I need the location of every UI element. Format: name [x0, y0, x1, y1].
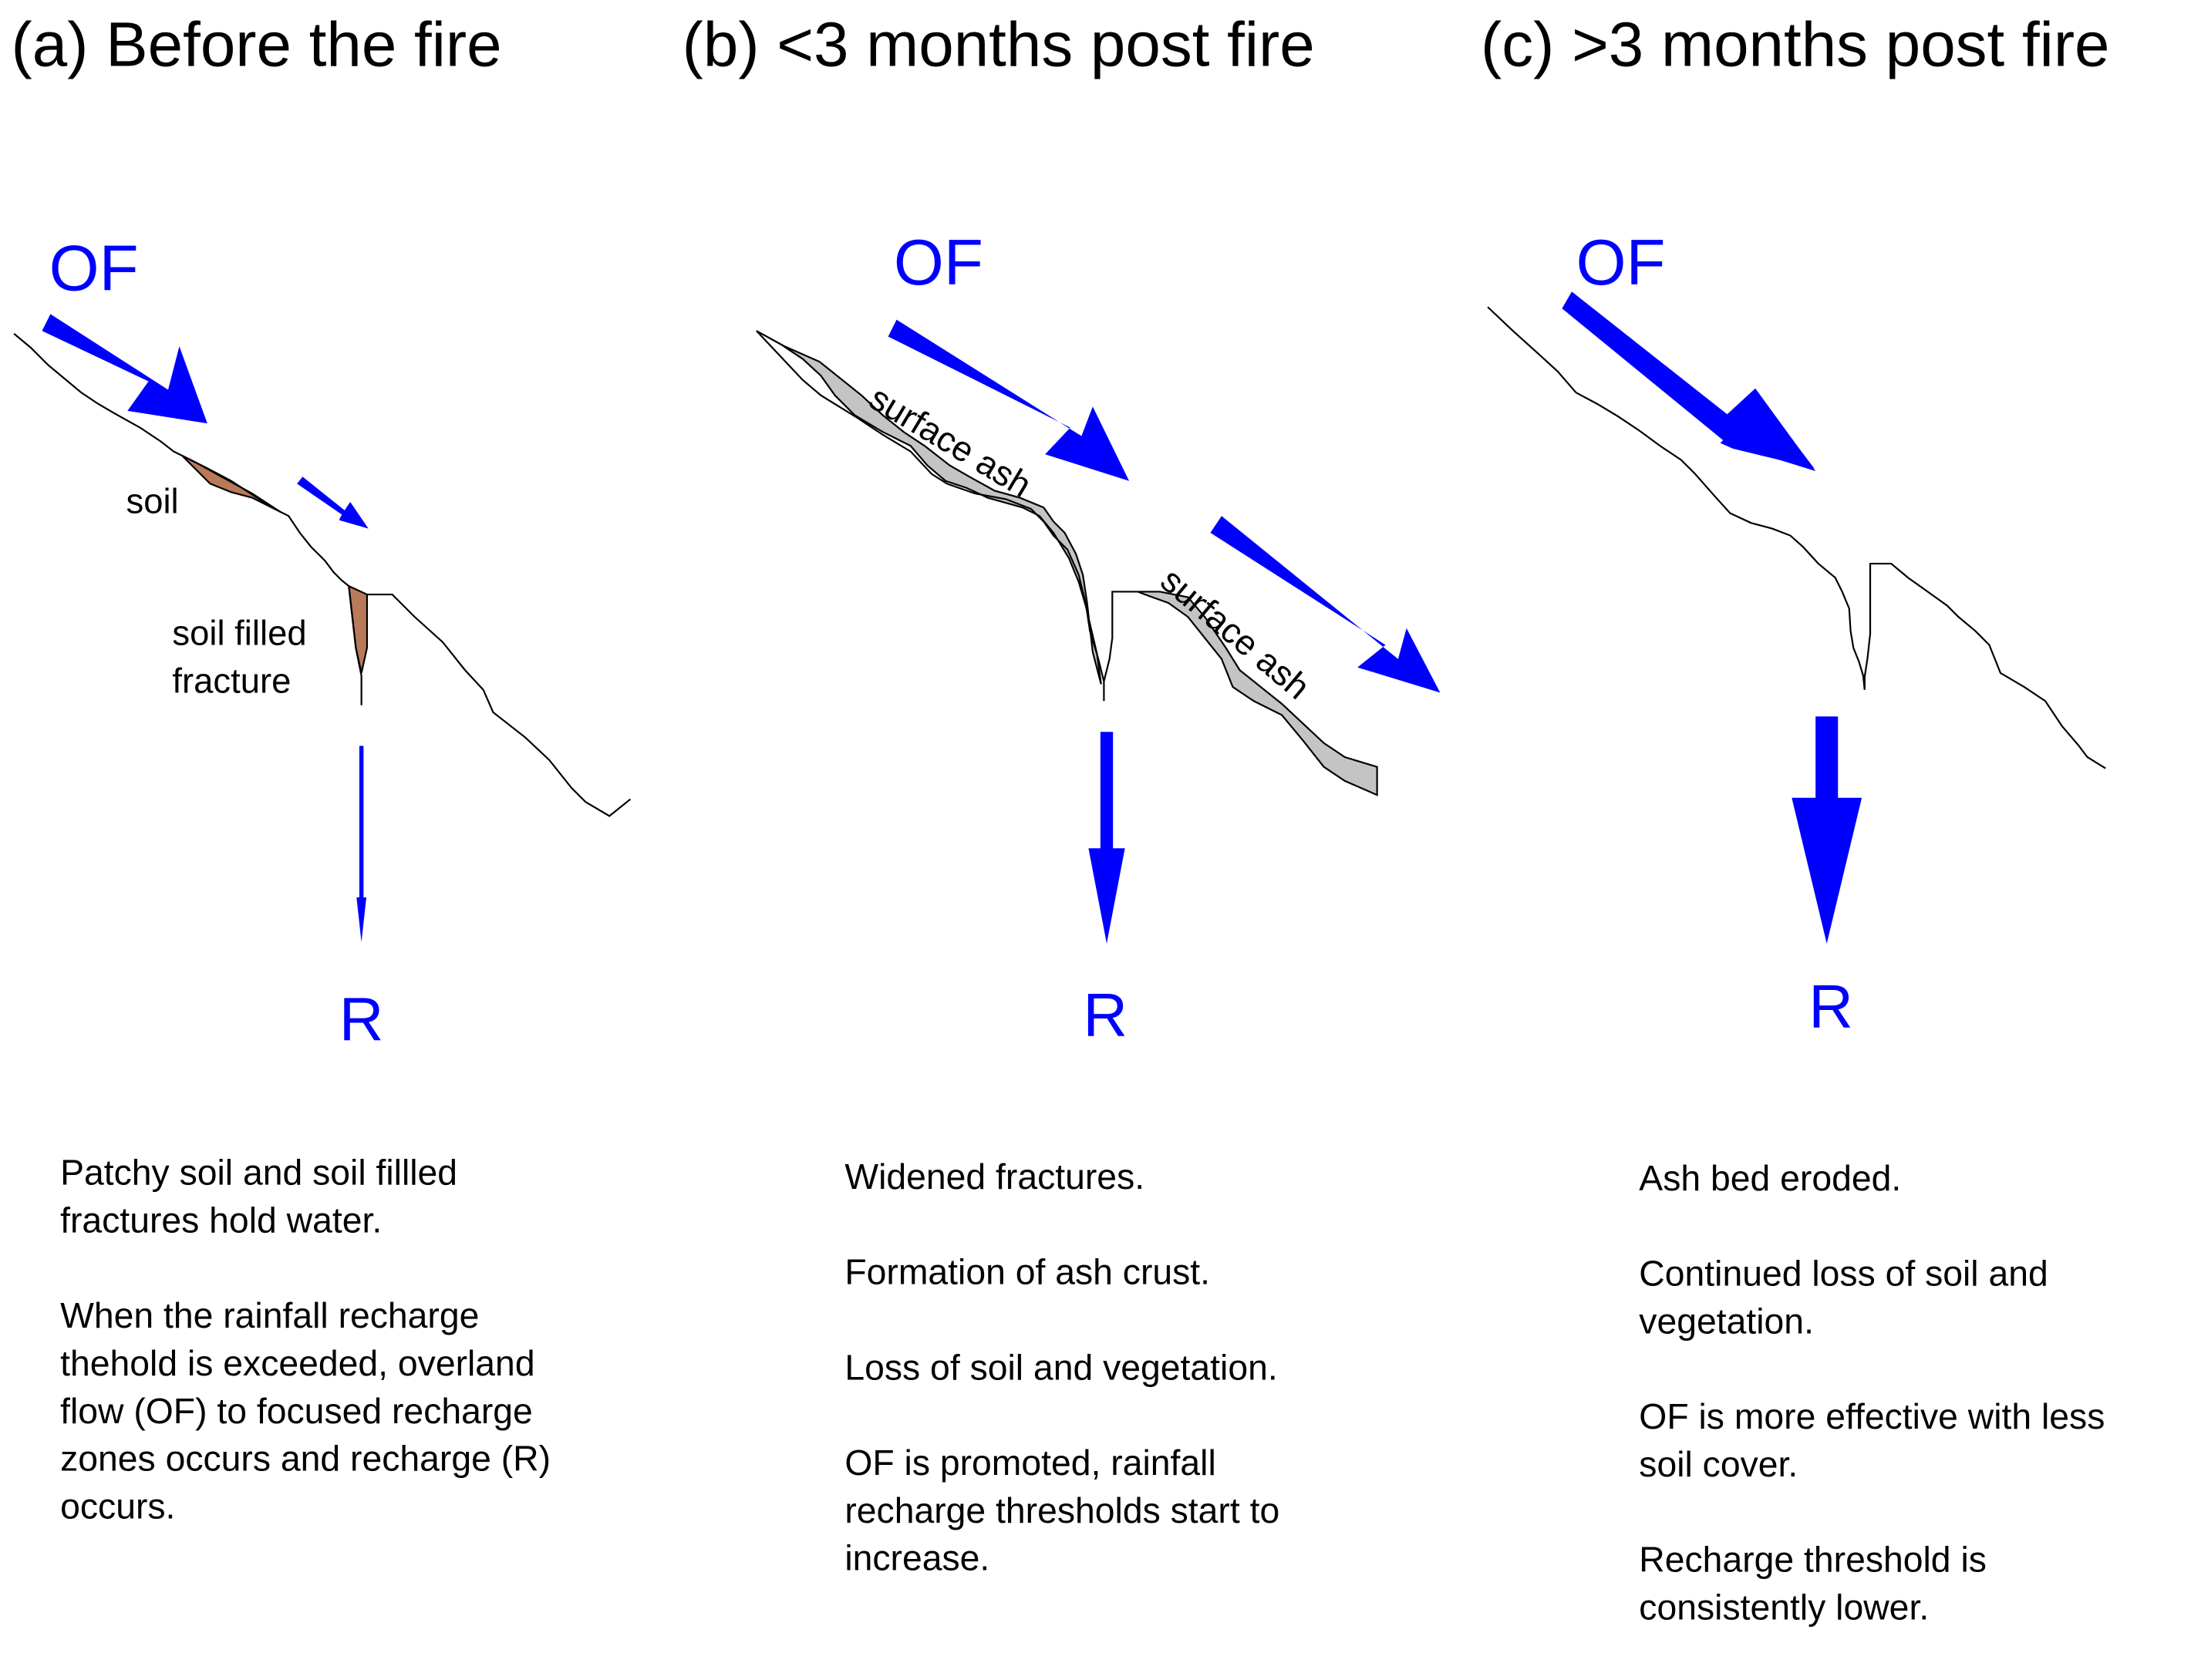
soil-filled-fracture-label-line1: soil filled: [172, 614, 307, 654]
fracture-c: [1863, 562, 2106, 769]
recharge-label-b: R: [1083, 981, 1128, 1051]
minor-flow-arrow: [297, 476, 369, 529]
description-paragraph: Ash bed eroded.: [1639, 1159, 1902, 1199]
overland-flow-arrow: [42, 314, 207, 424]
panel-c-title: (c) >3 months post fire: [1481, 8, 2110, 80]
overland-flow-arrow-lower: [1210, 516, 1441, 693]
overland-flow-arrow-head: [1720, 388, 1816, 472]
recharge-label-a: R: [339, 985, 384, 1055]
panel-b-diagram: [756, 319, 1441, 944]
surface-ash-upper: [756, 330, 1102, 685]
description-paragraph: Widened fractures.: [844, 1158, 1145, 1197]
recharge-arrow-shaft: [359, 746, 364, 901]
description-paragraph: Formation of ash crust.: [844, 1253, 1211, 1293]
ground-surface-c: [1487, 306, 1866, 690]
ground-surface-b-left: [756, 330, 1105, 702]
panel-b-title: (b) <3 months post fire: [682, 8, 1315, 80]
recharge-arrowhead: [1792, 797, 1862, 944]
recharge-arrow-shaft: [1815, 716, 1839, 801]
overland-flow-label-c: OF: [1576, 225, 1666, 299]
ground-surface-left: [13, 332, 362, 705]
overland-flow-arrow-upper: [888, 319, 1130, 481]
diagram-geometry: [13, 314, 1441, 944]
recharge-label-c: R: [1808, 973, 1854, 1042]
recharge-arrowhead: [1088, 848, 1125, 944]
panel-a-diagram: [13, 314, 632, 943]
soil-filled-fracture-label-line2: fracture: [172, 662, 292, 702]
overland-flow-label-b: OF: [893, 225, 983, 299]
overland-flow-label-a: OF: [49, 231, 139, 305]
panel-c-geometry: [1487, 291, 2106, 944]
fracture-b-right: [1103, 591, 1138, 682]
ground-surface-right: [366, 593, 632, 817]
recharge-arrow-shaft: [1100, 732, 1114, 850]
description-paragraph: Loss of soil and vegetation.: [844, 1348, 1278, 1389]
surface-ash-lower: [1137, 591, 1378, 796]
recharge-arrowhead: [356, 897, 367, 943]
panel-b-description: Widened fractures. Formation of ash crust…: [844, 1154, 1279, 1631]
figure: (a) Before the fire (b) <3 months post f…: [11, 8, 2110, 1631]
panel-c-description: Ash bed eroded. Continued loss of soil an…: [1639, 1155, 2105, 1679]
panel-a-title: (a) Before the fire: [11, 8, 502, 80]
soil-label: soil: [126, 482, 179, 522]
